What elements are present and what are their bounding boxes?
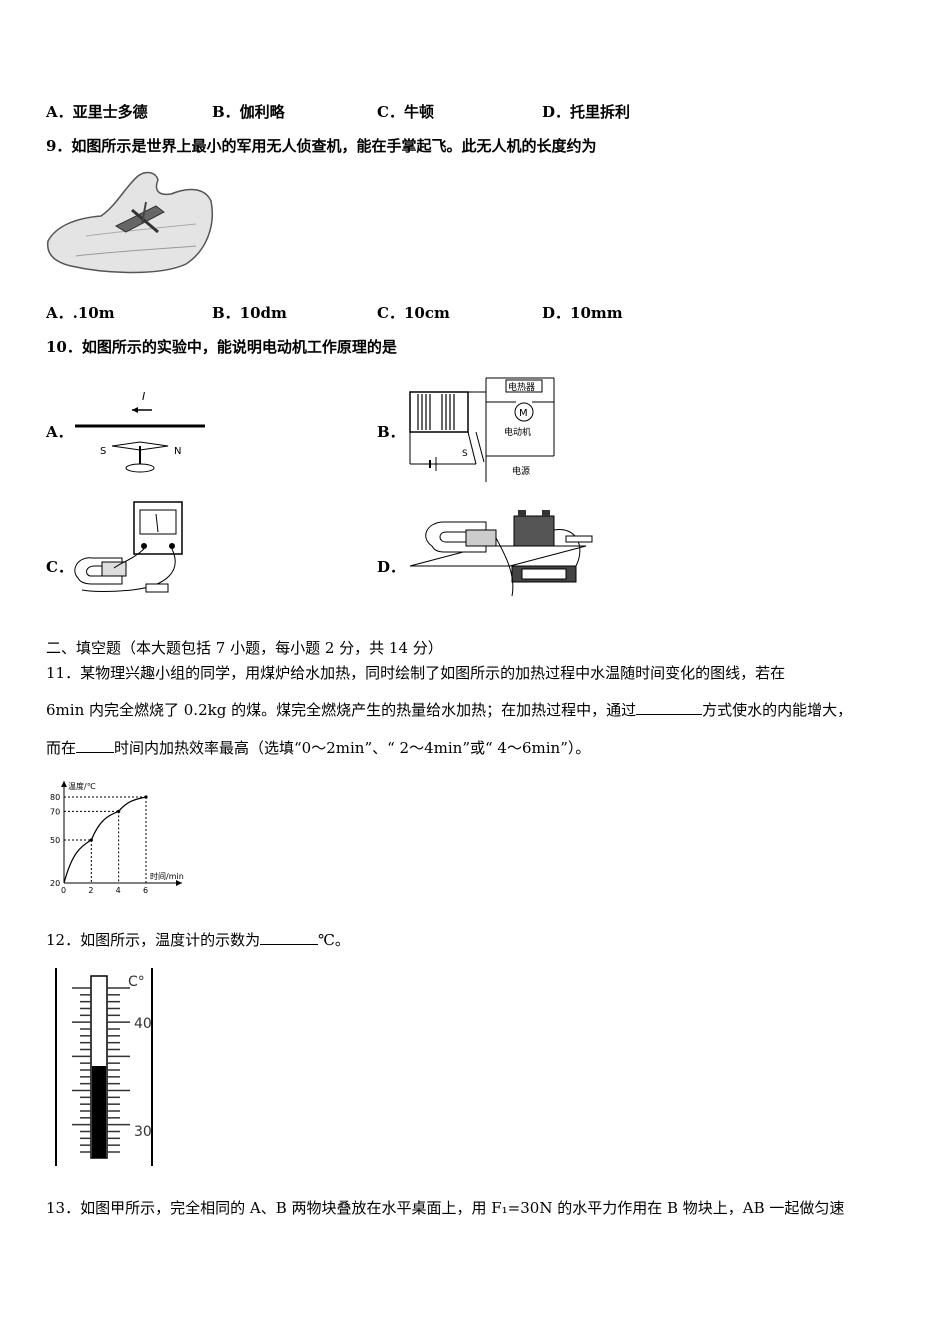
q10-figure-b-circuit: S 电热器 M 电动机 电源 xyxy=(406,372,566,486)
q11-line3: 而在 时间内加热效率最高（选填“0～2min”、“ 2～4min”或“ 4～6mi… xyxy=(46,738,590,758)
n-pole-label: N xyxy=(174,446,181,457)
q8-option-d: D．托里拆利 xyxy=(542,103,631,121)
power-label: 电源 xyxy=(512,465,530,477)
q12-thermometer: C° 40 30 xyxy=(50,966,160,1174)
q10-label-a: A． xyxy=(46,423,73,441)
q8-option-c: C．牛顿 xyxy=(377,103,434,121)
q10-stem: 10．如图所示的实验中，能说明电动机工作原理的是 xyxy=(46,338,397,356)
q13-stem: 13．如图甲所示，完全相同的 A、B 两物块叠放在水平桌面上，用 F₁=30N … xyxy=(46,1199,845,1217)
q11-temperature-chart: 0 2 4 6 20 50 70 80 温度/℃ 时间/min xyxy=(44,773,204,899)
q10-figure-c-galvanometer xyxy=(72,500,197,604)
s-pole-label: S xyxy=(100,446,106,457)
x-tick-label: 4 xyxy=(116,886,121,895)
q10-label-c: C． xyxy=(46,558,73,576)
x-axis-label: 时间/min xyxy=(150,871,184,881)
q8-option-b: B．伽利略 xyxy=(212,103,285,121)
q11-line3-text-a: 而在 xyxy=(46,739,77,757)
switch-label: S xyxy=(462,449,468,459)
current-label: I xyxy=(142,390,145,403)
scale-label-40: 40 xyxy=(134,1016,152,1032)
answer-blank[interactable] xyxy=(260,930,319,945)
scale-label-30: 30 xyxy=(134,1124,152,1140)
q12-stem-text-a: 12．如图所示，温度计的示数为 xyxy=(46,931,261,949)
y-axis-label: 温度/℃ xyxy=(68,781,96,791)
q9-hand-drone-image xyxy=(46,166,216,282)
answer-blank[interactable] xyxy=(636,700,703,715)
q10-figure-a-oersted: I S N xyxy=(72,386,212,480)
q10-figure-d-motor-apparatus xyxy=(406,506,606,606)
x-tick-label: 0 xyxy=(61,886,66,895)
motor-symbol: M xyxy=(519,408,528,419)
x-tick-label: 6 xyxy=(143,886,148,895)
y-tick-label: 20 xyxy=(50,879,60,888)
q9-stem: 9．如图所示是世界上最小的军用无人侦查机，能在手掌起飞。此无人机的长度约为 xyxy=(46,137,597,155)
answer-blank[interactable] xyxy=(76,738,115,753)
y-axis-arrow xyxy=(61,781,67,787)
section-heading: 二、填空题（本大题包括 7 小题，每小题 2 分，共 14 分） xyxy=(46,639,443,657)
q10-label-d: D． xyxy=(377,558,406,576)
q12-stem-text-b: ℃。 xyxy=(318,931,350,949)
motor-label: 电动机 xyxy=(504,426,531,438)
q11-line2: 6min 内完全燃烧了 0.2kg 的煤。煤完全燃烧产生的热量给水加热；在加热过… xyxy=(46,700,852,720)
heater-label: 电热器 xyxy=(508,381,535,393)
y-tick-label: 50 xyxy=(50,836,60,845)
q10-label-b: B． xyxy=(377,423,405,441)
q8-option-a: A．亚里士多德 xyxy=(46,103,148,121)
series-line xyxy=(63,796,147,884)
q9-option-a: A．.10m xyxy=(46,304,115,322)
q9-option-d: D．10mm xyxy=(542,304,623,322)
q9-option-b: B．10dm xyxy=(212,304,287,322)
y-tick-label: 80 xyxy=(50,793,60,802)
unit-label: C° xyxy=(128,974,145,990)
q11-line2-text-b: 方式使水的内能增大， xyxy=(702,701,853,719)
x-tick-label: 2 xyxy=(88,886,93,895)
q11-line2-text-a: 6min 内完全燃烧了 0.2kg 的煤。煤完全燃烧产生的热量给水加热；在加热过… xyxy=(46,701,637,719)
q9-option-c: C．10cm xyxy=(377,304,450,322)
x-axis-arrow xyxy=(176,880,182,886)
y-tick-label: 70 xyxy=(50,807,60,816)
q11-line3-text-b: 时间内加热效率最高（选填“0～2min”、“ 2～4min”或“ 4～6min”… xyxy=(114,739,591,757)
q12-stem: 12．如图所示，温度计的示数为 ℃。 xyxy=(46,930,350,950)
q11-line1: 11．某物理兴趣小组的同学，用煤炉给水加热，同时绘制了如图所示的加热过程中水温随… xyxy=(46,664,786,682)
